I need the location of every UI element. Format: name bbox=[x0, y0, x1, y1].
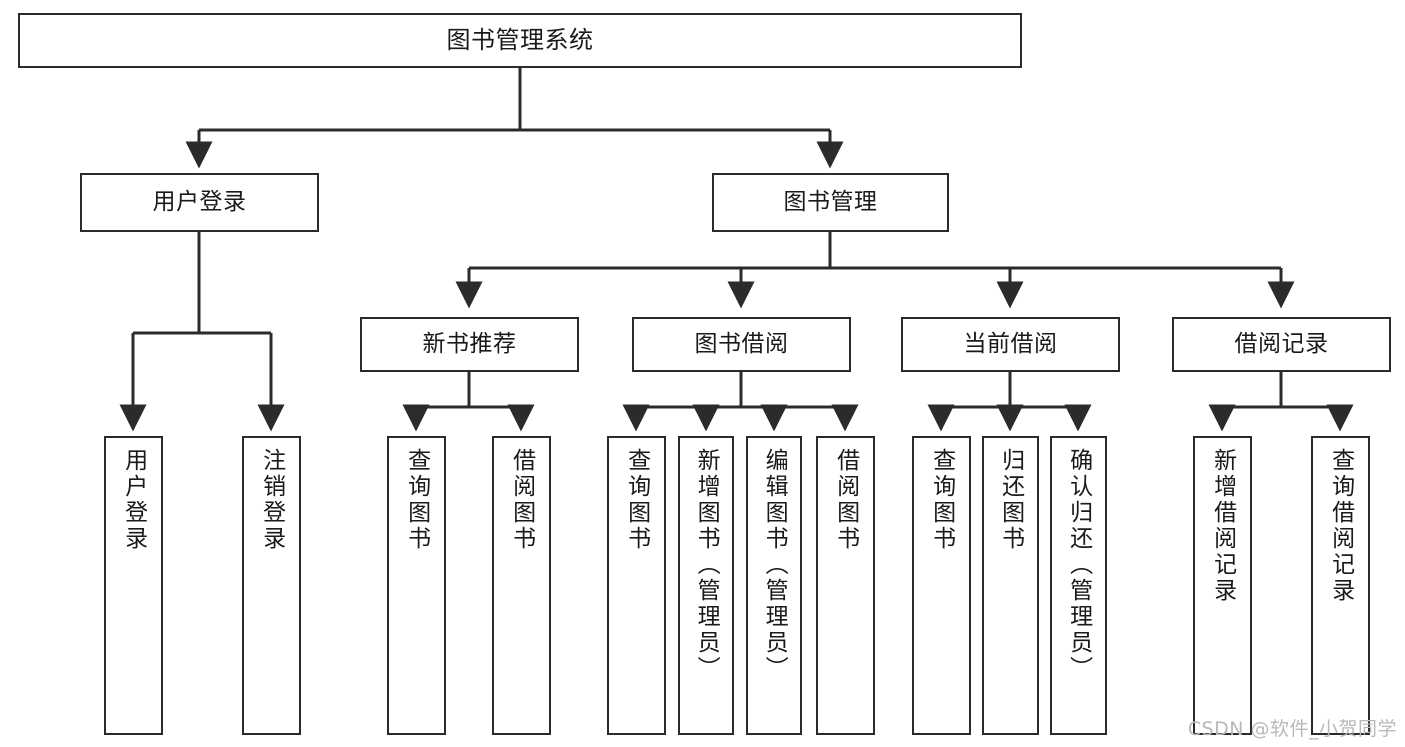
node-label: 新书推荐 bbox=[422, 330, 517, 357]
node-leaf-edit-book[interactable]: 编辑图书（管理员） bbox=[746, 436, 802, 735]
node-label: 借阅图书 bbox=[508, 448, 535, 552]
node-leaf-query-book-current[interactable]: 查询图书 bbox=[912, 436, 971, 735]
node-label: 查询图书 bbox=[403, 448, 430, 552]
node-root-book-management-system[interactable]: 图书管理系统 bbox=[18, 13, 1022, 68]
node-leaf-borrow-book-borrow[interactable]: 借阅图书 bbox=[816, 436, 875, 735]
node-borrow-record[interactable]: 借阅记录 bbox=[1172, 317, 1391, 372]
node-leaf-confirm-return[interactable]: 确认归还（管理员） bbox=[1050, 436, 1107, 735]
node-leaf-return-book[interactable]: 归还图书 bbox=[982, 436, 1039, 735]
node-label: 确认归还（管理员） bbox=[1065, 448, 1092, 682]
node-label: 用户登录 bbox=[120, 448, 147, 552]
node-label: 用户登录 bbox=[152, 188, 247, 215]
node-label: 编辑图书（管理员） bbox=[761, 448, 788, 682]
node-label: 新增图书（管理员） bbox=[693, 448, 720, 682]
node-new-book-recommend[interactable]: 新书推荐 bbox=[360, 317, 579, 372]
node-leaf-add-book[interactable]: 新增图书（管理员） bbox=[678, 436, 734, 735]
node-label: 注销登录 bbox=[258, 448, 285, 552]
node-label: 归还图书 bbox=[997, 448, 1024, 552]
node-label: 查询图书 bbox=[623, 448, 650, 552]
node-label: 借阅图书 bbox=[832, 448, 859, 552]
node-leaf-user-login[interactable]: 用户登录 bbox=[104, 436, 163, 735]
node-label: 图书借阅 bbox=[694, 330, 789, 357]
node-leaf-logout-login[interactable]: 注销登录 bbox=[242, 436, 301, 735]
node-user-login[interactable]: 用户登录 bbox=[80, 173, 319, 232]
node-label: 查询借阅记录 bbox=[1327, 448, 1354, 604]
node-label: 新增借阅记录 bbox=[1209, 448, 1236, 604]
node-label: 查询图书 bbox=[928, 448, 955, 552]
node-current-borrow[interactable]: 当前借阅 bbox=[901, 317, 1120, 372]
node-leaf-query-book-new[interactable]: 查询图书 bbox=[387, 436, 446, 735]
node-leaf-borrow-book-new[interactable]: 借阅图书 bbox=[492, 436, 551, 735]
node-label: 当前借阅 bbox=[963, 330, 1058, 357]
node-book-borrow[interactable]: 图书借阅 bbox=[632, 317, 851, 372]
node-label: 借阅记录 bbox=[1234, 330, 1329, 357]
node-leaf-add-borrow-record[interactable]: 新增借阅记录 bbox=[1193, 436, 1252, 735]
node-leaf-query-borrow-record[interactable]: 查询借阅记录 bbox=[1311, 436, 1370, 735]
node-leaf-query-book-borrow[interactable]: 查询图书 bbox=[607, 436, 666, 735]
node-label: 图书管理系统 bbox=[446, 26, 594, 55]
node-label: 图书管理 bbox=[783, 188, 878, 215]
node-book-management[interactable]: 图书管理 bbox=[712, 173, 949, 232]
